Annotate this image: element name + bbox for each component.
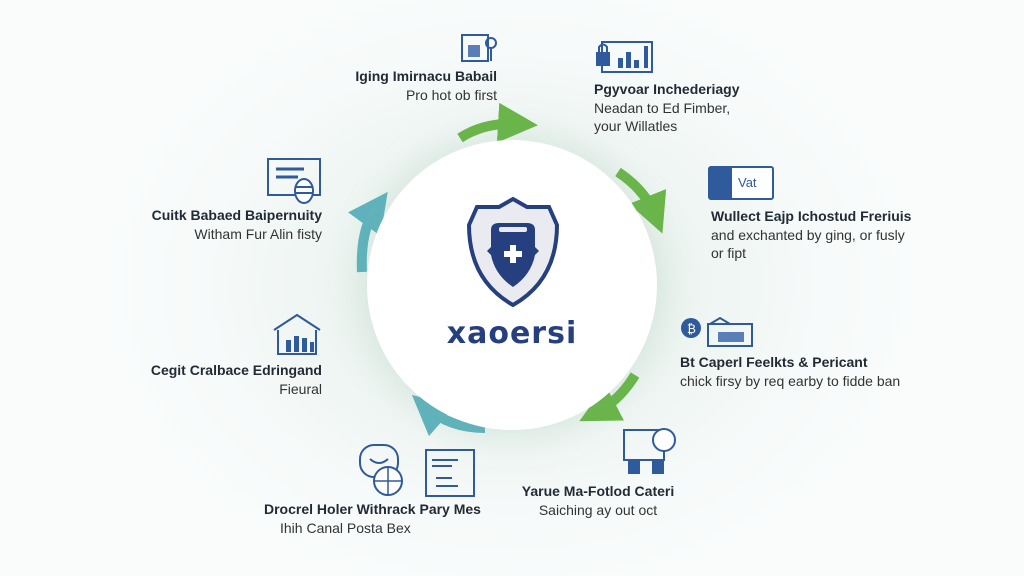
feature-subtitle-2: your Willatles	[594, 118, 678, 134]
arrow-bottom-right	[579, 372, 640, 422]
wallet-label: Vat	[738, 175, 757, 190]
feature-item-2: Pgyvoar Inchederiagy Neadan to Ed Fimber…	[594, 80, 854, 135]
bank-chart-icon	[273, 313, 321, 355]
feature-title: Bt Caperl Feelkts & Pericant	[680, 354, 868, 370]
feature-title: Cuitk Babaed Baipernuity	[151, 207, 322, 223]
feature-title: Cegit Cralbace Edringand	[150, 362, 322, 378]
feature-title: Iging Imirnacu Babail	[355, 68, 497, 84]
chat-globe-icon	[359, 444, 403, 496]
brand-name: xaoersi	[446, 316, 578, 351]
document-key-icon	[461, 34, 497, 62]
arrow-left	[348, 191, 388, 273]
bitcoin-shop-icon: ₿	[681, 316, 753, 347]
feature-subtitle: Neadan to Ed Fimber,	[594, 100, 731, 116]
feature-item-4: Bt Caperl Feelkts & Pericant chick firsy…	[680, 353, 940, 390]
feature-item-8: Cuitk Babaed Baipernuity Witham Fur Alin…	[62, 206, 322, 243]
shield-plus-icon	[466, 196, 560, 308]
feature-subtitle: and exchanted by ging, or fusly	[711, 227, 905, 243]
feature-item-6: Drocrel Holer Withrack Pary Mes Ihih Can…	[264, 500, 524, 537]
card-shield-icon	[267, 158, 321, 204]
arrow-right	[615, 167, 667, 234]
feature-item-5: Yarue Ma-Fotlod Cateri Saiching ay out o…	[468, 482, 728, 519]
feature-subtitle: Fieural	[279, 381, 322, 397]
feature-item-1: Iging Imirnacu Babail Pro hot ob first	[237, 67, 497, 104]
wallet-vault-icon: Vat	[708, 166, 774, 200]
document-icon	[425, 449, 475, 497]
board-people-icon	[623, 428, 676, 474]
feature-title: Yarue Ma-Fotlod Cateri	[521, 483, 675, 499]
feature-subtitle: Ihih Canal Posta Bex	[280, 520, 411, 536]
feature-title: Drocrel Holer Withrack Pary Mes	[264, 501, 481, 517]
feature-subtitle: Witham Fur Alin fisty	[194, 226, 322, 242]
feature-subtitle: Saiching ay out oct	[538, 502, 658, 518]
feature-item-7: Cegit Cralbace Edringand Fieural	[62, 361, 322, 398]
feature-subtitle-2: or fipt	[711, 245, 747, 261]
center-hub: xaoersi	[367, 140, 657, 430]
feature-subtitle: Pro hot ob first	[405, 87, 497, 103]
arrow-top	[457, 102, 538, 143]
feature-title: Pgyvoar Inchederiagy	[594, 81, 740, 97]
svg-text:₿: ₿	[687, 322, 696, 336]
feature-subtitle: chick firsy by req earby to fidde ban	[680, 373, 901, 389]
arrow-bottom-left	[411, 394, 486, 437]
lock-chart-icon	[596, 41, 653, 73]
feature-item-3: Wullect Eajp Ichostud Freriuis and excha…	[711, 207, 971, 262]
feature-title: Wullect Eajp Ichostud Freriuis	[711, 208, 912, 224]
